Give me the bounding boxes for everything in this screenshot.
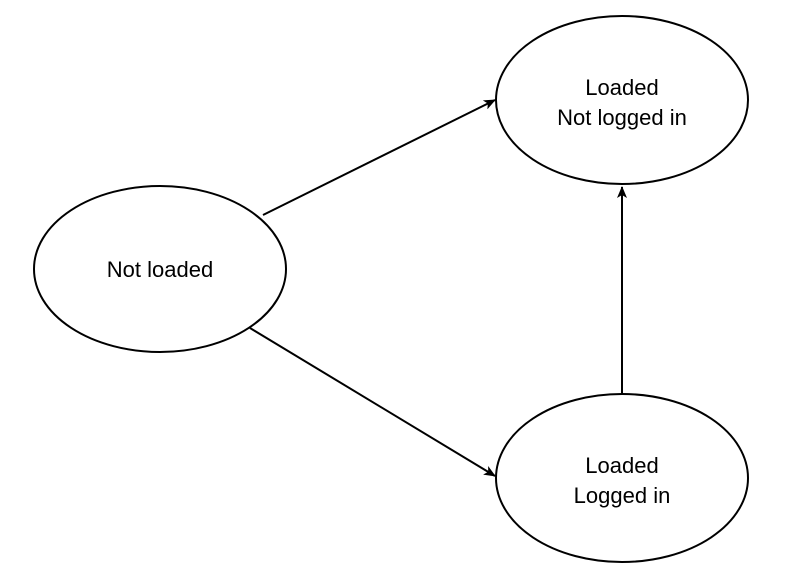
- state-node-shape: [495, 393, 749, 563]
- edge-not-loaded-to-loaded-logged-in: [249, 327, 496, 477]
- state-node-label-line-1: Loaded: [585, 453, 658, 478]
- state-node-loaded-logged-in: Loaded Logged in: [495, 393, 749, 563]
- state-node-loaded-not-logged-in: Loaded Not logged in: [495, 15, 749, 185]
- state-node-label-line-1: Loaded: [585, 75, 658, 100]
- state-node-not-loaded: Not loaded: [33, 185, 287, 353]
- state-node-shape: [495, 15, 749, 185]
- state-node-shape: [33, 185, 287, 353]
- state-node-label-line-2: Logged in: [574, 483, 671, 508]
- state-node-label-line-2: Not logged in: [557, 105, 687, 130]
- state-node-label: Not loaded: [107, 257, 213, 282]
- edge-not-loaded-to-loaded-not-logged-in: [262, 99, 496, 216]
